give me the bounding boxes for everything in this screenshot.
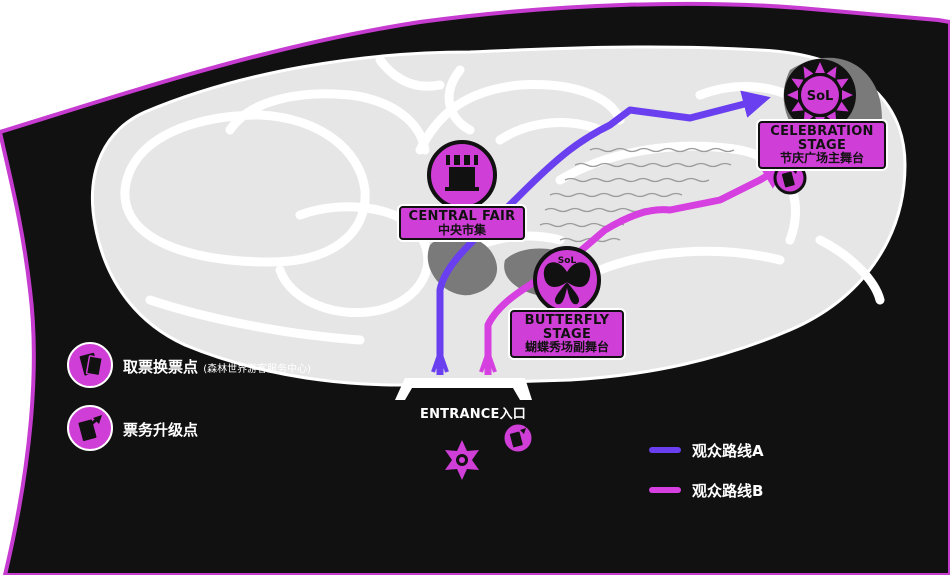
ticket-upgrade-icon-entrance	[501, 421, 535, 455]
sun-flower-logo-icon: SoL	[784, 59, 856, 131]
legend-ticket-exchange: 取票换票点 (森林世界游客服务中心)	[123, 356, 311, 377]
legend-ticket-exchange-label: 取票换票点	[123, 358, 199, 376]
lake-waves	[539, 147, 735, 243]
ticket-upgrade-icon-celebration	[773, 161, 807, 195]
legend-route-b-label: 观众路线B	[692, 482, 764, 500]
legend-ticket-upgrade-label: 票务升级点	[123, 421, 199, 439]
celebration-logo-text: SoL	[807, 89, 834, 104]
legend-ticket-upgrade: 票务升级点	[123, 419, 198, 440]
butterfly-icon: SoL	[533, 246, 601, 314]
butterfly-stage-label[interactable]: BUTTERFLY STAGE 蝴蝶秀场副舞台	[510, 310, 624, 358]
legend-route-a-label: 观众路线A	[692, 442, 764, 460]
central-fair-name-cn: 中央市集	[437, 222, 486, 237]
celebration-stage-label[interactable]: CELEBRATION STAGE 节庆广场主舞台	[758, 121, 886, 169]
central-fair-name-en: CENTRAL FAIR	[408, 209, 516, 224]
legend-ticket-exchange-note: (森林世界游客服务中心)	[203, 364, 312, 375]
market-stall-icon	[427, 140, 497, 210]
star-compass-icon	[445, 440, 479, 480]
entrance-gate	[395, 378, 532, 400]
celebration-stage-name-cn: 节庆广场主舞台	[779, 151, 864, 166]
route-b-path	[479, 162, 790, 375]
legend-route-a: 观众路线A	[692, 440, 764, 461]
ticket-upgrade-icon	[67, 405, 113, 451]
butterfly-logo-text: SoL	[558, 256, 577, 266]
legend-route-b: 观众路线B	[692, 480, 763, 501]
central-fair-label[interactable]: CENTRAL FAIR 中央市集	[399, 206, 525, 241]
butterfly-stage-name-cn: 蝴蝶秀场副舞台	[524, 340, 609, 355]
butterfly-stage-name-en: BUTTERFLY STAGE	[524, 313, 610, 342]
route-a-path	[431, 90, 771, 375]
entrance-label[interactable]: ENTRANCE入口	[420, 407, 526, 422]
ticket-exchange-icon	[67, 342, 113, 388]
celebration-stage-name-en: CELEBRATION STAGE	[770, 124, 874, 153]
